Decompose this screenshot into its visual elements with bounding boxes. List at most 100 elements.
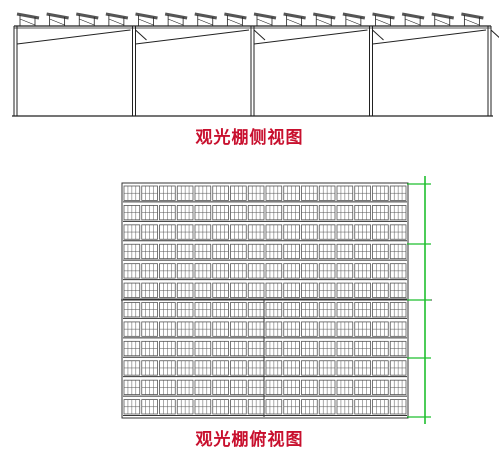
top-solar-panel	[336, 263, 354, 279]
top-solar-panel	[283, 399, 300, 415]
side-rafter	[253, 29, 368, 45]
top-solar-panel	[318, 360, 336, 376]
top-solar-panel	[247, 282, 265, 298]
top-solar-panel	[212, 205, 229, 221]
top-solar-panel	[265, 243, 283, 260]
top-solar-panel	[194, 321, 212, 337]
top-solar-panel	[283, 360, 300, 376]
side-rafter-short	[135, 29, 147, 41]
side-panel-brace	[286, 18, 302, 26]
top-solar-panel	[212, 340, 229, 357]
top-solar-panel	[354, 321, 371, 337]
top-solar-panel	[265, 224, 283, 240]
top-solar-panel	[265, 321, 283, 337]
top-solar-panel	[389, 321, 407, 337]
top-solar-panel	[247, 399, 265, 415]
top-solar-panel	[301, 379, 318, 395]
top-solar-panel	[318, 379, 336, 395]
top-view-drawing	[121, 176, 432, 424]
top-solar-panel	[372, 302, 389, 318]
top-solar-panel	[318, 205, 336, 221]
top-solar-panel	[194, 340, 212, 357]
top-solar-panel	[283, 224, 300, 240]
top-solar-panel	[354, 399, 371, 415]
top-solar-panel	[301, 321, 318, 337]
top-solar-panel	[123, 263, 141, 279]
top-view-caption: 观光棚俯视图	[195, 430, 304, 450]
top-solar-panel	[283, 282, 300, 298]
side-rafter-short	[253, 29, 266, 41]
top-solar-panel	[389, 399, 407, 415]
side-panel-brace	[405, 18, 421, 26]
side-view-caption: 观光棚侧视图	[195, 128, 304, 148]
top-solar-panel	[372, 243, 389, 260]
top-solar-panel	[354, 185, 371, 201]
top-solar-panel	[336, 185, 354, 201]
top-solar-panel	[123, 379, 141, 395]
top-solar-panel	[265, 302, 283, 318]
top-solar-panel	[301, 302, 318, 318]
top-solar-panel	[283, 379, 300, 395]
top-solar-panel	[301, 340, 318, 357]
top-solar-panel	[194, 379, 212, 395]
top-solar-panel	[141, 321, 158, 337]
top-solar-panel	[141, 282, 158, 298]
side-panel-brace	[434, 18, 450, 26]
top-solar-panel	[389, 379, 407, 395]
top-solar-panel	[194, 224, 212, 240]
side-panel-brace	[345, 18, 361, 26]
side-panel-brace	[227, 18, 243, 26]
top-solar-panel	[283, 243, 300, 260]
top-solar-panel	[318, 243, 336, 260]
top-solar-panel	[159, 243, 176, 260]
top-solar-panel	[354, 243, 371, 260]
top-solar-panel	[176, 302, 194, 318]
top-solar-panel	[141, 360, 158, 376]
top-solar-panel	[372, 185, 389, 201]
top-solar-panel	[123, 282, 141, 298]
top-solar-panel	[212, 282, 229, 298]
top-solar-panel	[354, 379, 371, 395]
top-solar-panel	[336, 340, 354, 357]
side-panel-brace	[168, 18, 184, 26]
top-solar-panel	[301, 399, 318, 415]
top-solar-panel	[194, 360, 212, 376]
top-solar-panel	[230, 263, 247, 279]
top-solar-panel	[176, 205, 194, 221]
top-solar-panel	[247, 340, 265, 357]
top-solar-panel	[159, 185, 176, 201]
top-solar-panel	[141, 340, 158, 357]
top-solar-panel	[283, 321, 300, 337]
side-panel-brace	[138, 18, 154, 26]
top-solar-panel	[159, 379, 176, 395]
top-solar-panel	[301, 243, 318, 260]
top-solar-panel	[159, 321, 176, 337]
top-solar-panel	[389, 224, 407, 240]
top-solar-panel	[301, 224, 318, 240]
top-solar-panel	[318, 340, 336, 357]
top-solar-panel	[265, 399, 283, 415]
top-solar-panel	[230, 185, 247, 201]
top-solar-panel	[247, 224, 265, 240]
top-solar-panel	[283, 263, 300, 279]
top-solar-panel	[336, 321, 354, 337]
top-solar-panel	[318, 321, 336, 337]
top-solar-panel	[176, 321, 194, 337]
top-solar-panel	[354, 302, 371, 318]
top-solar-panel	[230, 302, 247, 318]
top-solar-panel	[247, 360, 265, 376]
top-solar-panel	[194, 263, 212, 279]
top-solar-panel	[212, 263, 229, 279]
top-solar-panel	[389, 360, 407, 376]
top-solar-panel	[354, 205, 371, 221]
side-panel-brace	[108, 18, 124, 26]
side-rafter	[135, 29, 250, 45]
top-solar-panel	[301, 263, 318, 279]
top-solar-panel	[141, 205, 158, 221]
side-rafter-short	[490, 29, 499, 38]
top-solar-panel	[212, 379, 229, 395]
top-solar-panel	[176, 185, 194, 201]
top-solar-panel	[230, 321, 247, 337]
top-solar-panel	[372, 224, 389, 240]
side-panel-brace	[19, 18, 36, 26]
